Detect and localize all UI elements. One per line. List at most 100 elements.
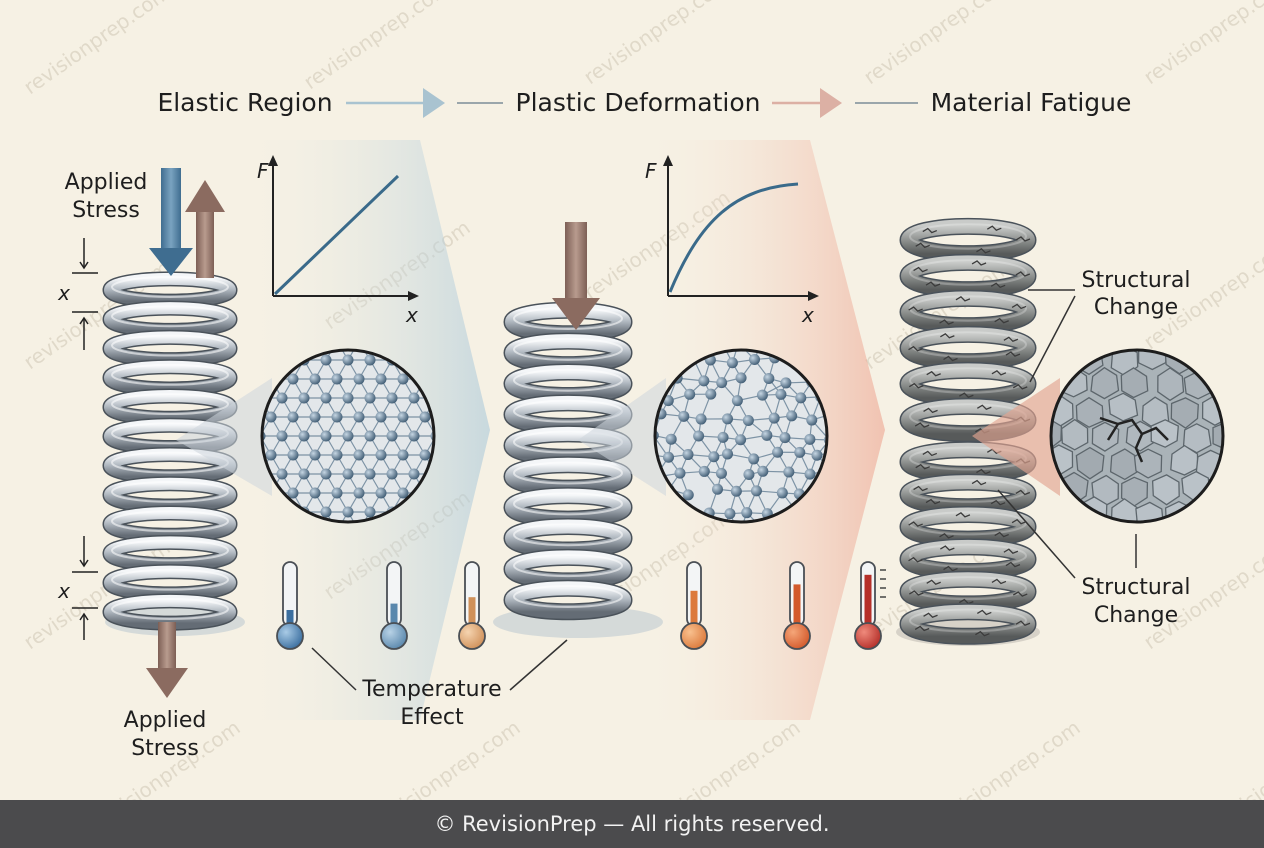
grain-cell (1150, 419, 1179, 448)
temperature-effect-line1: Temperature (361, 677, 501, 702)
zoom-cone-elastic (176, 378, 272, 496)
applied-stress-bottom-line2: Stress (131, 736, 199, 761)
temperature-effect-line2: Effect (400, 705, 464, 730)
lattice-atom (780, 377, 792, 389)
lattice-atom (309, 373, 321, 385)
lattice-atom (276, 392, 288, 404)
lattice-atom (320, 430, 332, 442)
lattice-atom (750, 485, 762, 497)
zoom-cone-plastic (578, 378, 666, 496)
lattice-atom (486, 488, 497, 499)
grain-cell (1155, 525, 1183, 555)
lattice-atom (731, 395, 743, 407)
graph2-x-axis-label: x (801, 303, 814, 327)
lattice-atom (757, 465, 769, 477)
structural-change-top-line1: Structural (1082, 268, 1191, 293)
lattice-atom (870, 526, 881, 537)
lattice-atom (331, 487, 343, 499)
copyright-footer: © RevisionPrep — All rights reserved. (0, 800, 1264, 848)
lattice-atom (486, 336, 497, 347)
lattice-atom (684, 388, 696, 400)
structural-change-bottom-line1: Structural (1082, 575, 1191, 600)
thermometer-icon (380, 561, 408, 650)
lattice-atom (408, 392, 420, 404)
structural-change-bottom-leader (997, 489, 1137, 579)
watermark-text: revisionprep.com (1139, 0, 1264, 89)
force-displacement-graph-plastic: F x (645, 155, 819, 327)
grain-cell (1230, 446, 1257, 477)
grain-cell (1075, 446, 1105, 480)
lattice-atom (397, 373, 409, 385)
stage-title-fatigue: Material Fatigue (931, 88, 1132, 117)
zoom-cone-fatigue (972, 378, 1060, 496)
lattice-atom (320, 354, 332, 366)
lattice-atom (772, 446, 784, 458)
lattice-atom (287, 487, 299, 499)
stress-arrow-down-blue (149, 168, 193, 276)
lattice-atom (265, 411, 277, 423)
lattice-atom (889, 522, 900, 533)
lattice-atom (320, 506, 332, 518)
lattice-atom (748, 453, 760, 465)
lattice-atom (342, 354, 354, 366)
lattice-atom (475, 545, 486, 556)
graph1-f-axis-label: F (257, 159, 269, 183)
graph1-x-axis-label: x (405, 303, 418, 327)
lattice-atom (786, 410, 798, 422)
force-displacement-graph-linear: F x (257, 155, 419, 327)
header-arrow-2 (772, 88, 918, 118)
lattice-atom (331, 449, 343, 461)
displacement-label-bottom: x (57, 579, 70, 603)
lattice-atom (876, 541, 887, 552)
grain-cell (1211, 365, 1223, 398)
lattice-atom (663, 451, 675, 463)
structural-change-bottom-line2: Change (1094, 603, 1178, 628)
grain-cell (1212, 421, 1223, 451)
lattice-atom (375, 373, 387, 385)
lattice-atom (735, 434, 747, 446)
grain-cell (1182, 423, 1212, 454)
lattice-atom (408, 468, 420, 480)
lattice-atom (695, 413, 707, 425)
temperature-effect-leaders (311, 639, 568, 691)
watermark-text: revisionprep.com (929, 715, 1084, 800)
plastic-stage: F x (493, 155, 900, 638)
lattice-atom (722, 413, 734, 425)
grain-cell (1091, 421, 1120, 452)
lattice-atom (742, 414, 754, 426)
grain-cell (1244, 420, 1264, 449)
thermometer-icon (854, 561, 886, 650)
grain-cell (1133, 448, 1163, 479)
lattice-atom (761, 429, 773, 441)
lattice-atom (364, 430, 376, 442)
stress-arrow-down-plastic (552, 222, 600, 330)
lattice-atom (698, 375, 710, 387)
grain-cell (1199, 350, 1223, 373)
stage-title-plastic: Plastic Deformation (516, 88, 761, 117)
lattice-atom (353, 411, 365, 423)
grain-cell (1258, 291, 1264, 318)
lattice-atom (475, 355, 486, 366)
grain-cell (1170, 444, 1199, 476)
lattice-atom (475, 507, 486, 518)
watermark-text: revisionprep.com (859, 0, 1014, 89)
lattice-atom (730, 485, 742, 497)
lattice-atom (693, 430, 705, 442)
lattice-atom (353, 487, 365, 499)
grain-cell (1108, 392, 1139, 422)
applied-stress-top-line2: Stress (72, 198, 140, 223)
grain-cell (1157, 367, 1185, 402)
lattice-atom (486, 526, 497, 537)
lattice-atom (386, 392, 398, 404)
lattice-atom (763, 373, 775, 385)
grain-cell (1035, 318, 1062, 347)
grain-cell (1212, 523, 1240, 555)
lattice-atom (880, 485, 891, 496)
grain-cell (1097, 521, 1126, 522)
displacement-marker-top (72, 238, 98, 350)
lattice-atom (342, 430, 354, 442)
lattice-atom (353, 373, 365, 385)
fatigue-spring (899, 217, 1037, 645)
lattice-atom (475, 317, 486, 328)
lattice-atom (342, 468, 354, 480)
